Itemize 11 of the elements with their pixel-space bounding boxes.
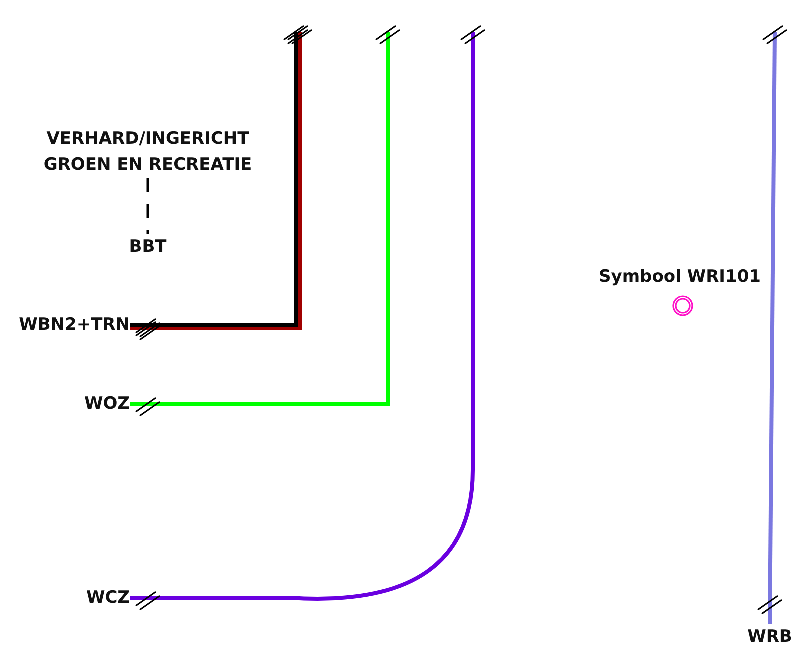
- line: [757, 25, 788, 624]
- line-label: WOZ: [40, 391, 130, 417]
- line-label: WCZ: [40, 585, 130, 611]
- line-label: BBT: [118, 234, 178, 260]
- line-label: WRB: [740, 624, 800, 646]
- line: [130, 25, 401, 417]
- line-label: WBN2+TRN: [6, 312, 130, 338]
- heading-label: VERHARD/INGERICHT GROEN EN RECREATIE: [28, 126, 268, 178]
- line: [130, 25, 486, 611]
- symbol-label: Symbool WRI101: [598, 266, 762, 289]
- dashed-line: [146, 178, 150, 234]
